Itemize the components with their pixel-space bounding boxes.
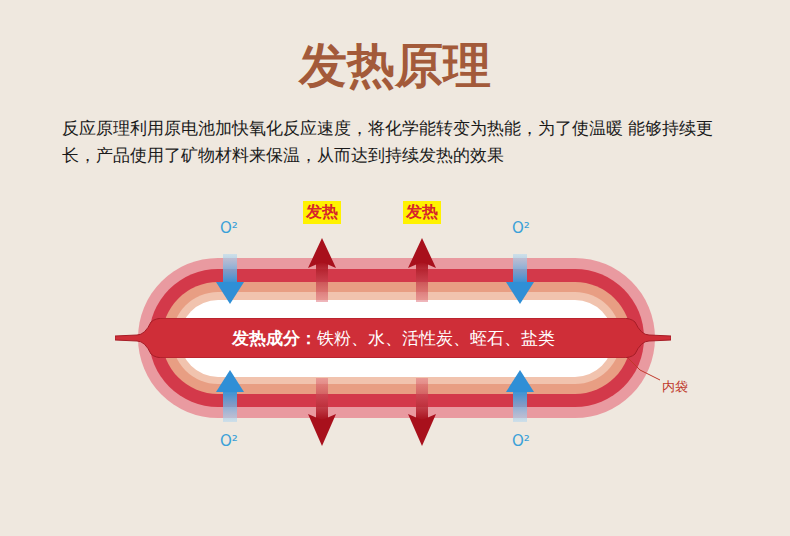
heat-label: 发热 — [303, 201, 341, 224]
content-heading: 发热成分： — [232, 327, 317, 350]
heat-arrow — [408, 238, 436, 302]
oxygen-label: O² — [512, 219, 530, 237]
heat-arrow — [308, 378, 336, 446]
oxygen-arrow — [506, 370, 534, 422]
title: 发热原理 — [299, 34, 491, 98]
bag-content: 发热成分：铁粉、水、活性炭、蛭石、盐类 — [115, 318, 671, 358]
content-text: 铁粉、水、活性炭、蛭石、盐类 — [317, 327, 555, 350]
oxygen-label: O² — [220, 219, 238, 237]
part-label: 内袋 — [660, 378, 690, 396]
oxygen-arrow — [506, 254, 534, 304]
light-layer — [172, 292, 621, 384]
heat-label: 发热 — [403, 201, 441, 224]
heat-arrow — [308, 238, 336, 302]
description-text: 反应原理利用原电池加快氧化反应速度，将化学能转变为热能，为了使温暖 能够持续更长… — [62, 115, 742, 169]
oxygen-arrow — [216, 370, 244, 422]
inner-space — [180, 300, 613, 377]
inner-bag: 发热成分：铁粉、水、活性炭、蛭石、盐类 — [115, 318, 671, 358]
heat-arrow — [408, 378, 436, 446]
oxygen-label: O² — [220, 432, 238, 450]
oxygen-label: O² — [512, 432, 530, 450]
oxygen-arrow — [216, 254, 244, 304]
